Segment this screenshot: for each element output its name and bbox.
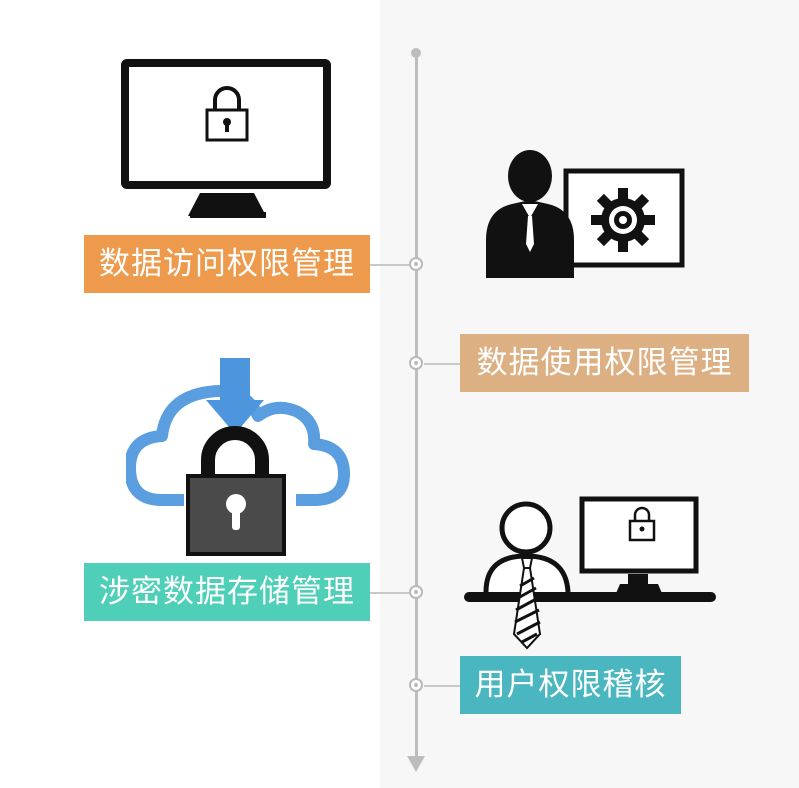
timeline-node-classified-storage	[409, 585, 423, 599]
timeline-start-dot	[411, 48, 421, 58]
connector-data-access	[368, 264, 410, 266]
label-user-audit: 用户权限稽核	[460, 656, 681, 714]
cloud-storage-lock-icon	[126, 358, 350, 556]
timeline-node-data-usage	[409, 356, 423, 370]
monitor-lock-icon	[121, 59, 331, 218]
label-data-usage: 数据使用权限管理	[460, 334, 749, 392]
timeline-arrow-icon	[407, 756, 425, 772]
connector-user-audit	[424, 685, 462, 687]
admin-gear-icon	[486, 150, 685, 278]
label-classified-storage: 涉密数据存储管理	[84, 563, 370, 621]
connector-classified-storage	[368, 592, 410, 594]
timeline-axis	[415, 52, 418, 764]
label-data-access: 数据访问权限管理	[84, 235, 370, 293]
connector-data-usage	[424, 363, 462, 365]
user-audit-desk-icon	[464, 496, 716, 650]
timeline-node-user-audit	[409, 678, 423, 692]
timeline-node-data-access	[409, 257, 423, 271]
